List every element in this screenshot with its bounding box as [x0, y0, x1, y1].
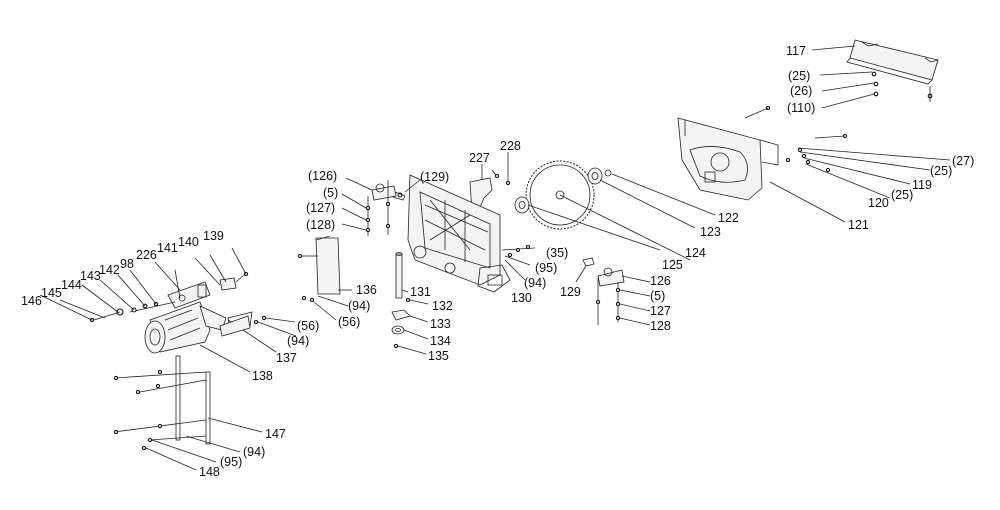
- callout-120: 120: [868, 196, 889, 210]
- callout-26: (26): [790, 84, 812, 98]
- callout-131: 131: [410, 285, 431, 299]
- motor-bracket-141: [39, 247, 249, 323]
- callout-27: (27): [952, 154, 974, 168]
- elevation-rod-assembly: [391, 252, 429, 355]
- callout-5b: (5): [650, 289, 665, 303]
- callout-126a: (126): [308, 169, 337, 183]
- callout-136: 136: [356, 283, 377, 297]
- callout-135: 135: [428, 349, 449, 363]
- callout-141: 141: [157, 241, 178, 255]
- callout-226: 226: [136, 248, 157, 262]
- callout-127b: 127: [650, 304, 671, 318]
- callout-145: 145: [41, 286, 62, 300]
- right-trunnion-assembly: [575, 257, 651, 326]
- callout-110: (110): [787, 101, 815, 115]
- callout-133: 133: [430, 317, 451, 331]
- blade-flanges: [514, 167, 716, 251]
- switch-plate-137: [219, 315, 297, 337]
- callout-98: 98: [120, 257, 134, 271]
- main-frame-130: [392, 174, 536, 293]
- callout-125: 125: [662, 258, 683, 272]
- callout-94b: (94): [348, 299, 370, 313]
- callout-124: 124: [685, 246, 706, 260]
- callout-labels: 117 (25) (26) (110) (27) (25) 119 (25) 1…: [21, 44, 974, 479]
- callout-128a: (128): [306, 218, 335, 232]
- lower-blade-guard-121: [677, 105, 951, 223]
- callout-134: 134: [430, 334, 451, 348]
- callout-129b: 129: [560, 285, 581, 299]
- callout-130: 130: [511, 291, 532, 305]
- callout-137: 137: [276, 351, 297, 365]
- stand-bracket-147: [113, 355, 263, 471]
- saw-blade-125: [525, 160, 691, 261]
- support-plate-136: [297, 235, 352, 321]
- callout-56b: (56): [297, 319, 319, 333]
- callout-94a: (94): [524, 276, 546, 290]
- callout-142: 142: [99, 263, 120, 277]
- callout-25a: (25): [788, 69, 810, 83]
- callout-121: 121: [848, 218, 869, 232]
- callout-138: 138: [252, 369, 273, 383]
- callout-132: 132: [432, 299, 453, 313]
- callout-227: 227: [469, 151, 490, 165]
- callout-228: 228: [500, 139, 521, 153]
- callout-5a: (5): [323, 186, 338, 200]
- callout-143: 143: [80, 269, 101, 283]
- left-trunnion-assembly: [341, 177, 397, 236]
- callout-25c: (25): [891, 188, 913, 202]
- callout-144: 144: [61, 278, 82, 292]
- callout-128b: 128: [650, 319, 671, 333]
- callout-123: 123: [700, 225, 721, 239]
- callout-95a: (95): [535, 261, 557, 275]
- callout-94d: (94): [243, 445, 265, 459]
- callout-140: 140: [178, 235, 199, 249]
- callout-56a: (56): [338, 315, 360, 329]
- motor-assembly-138: [144, 301, 277, 373]
- callout-139: 139: [203, 229, 224, 243]
- callout-25b: (25): [930, 164, 952, 178]
- callout-122: 122: [718, 211, 739, 225]
- callout-148: 148: [199, 465, 220, 479]
- callout-94c: (94): [287, 334, 309, 348]
- callout-127a: (127): [306, 201, 335, 215]
- callout-129a: (129): [420, 170, 449, 184]
- callout-117: 117: [786, 44, 806, 58]
- callout-147: 147: [265, 427, 286, 441]
- callout-95b: (95): [220, 455, 242, 469]
- upper-blade-guard-117: [811, 39, 939, 109]
- callout-119: 119: [912, 178, 932, 192]
- callout-146: 146: [21, 294, 42, 308]
- callout-35: (35): [546, 246, 568, 260]
- callout-126b: 126: [650, 274, 671, 288]
